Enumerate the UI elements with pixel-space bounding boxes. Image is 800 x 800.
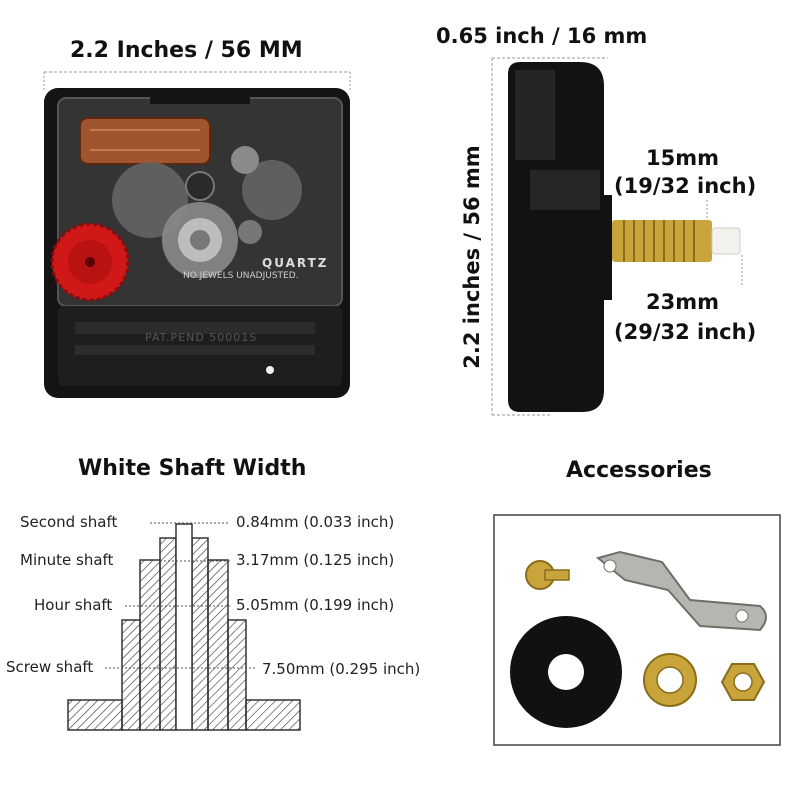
shaft-row-minute-name: Minute shaft [20,551,114,569]
shaft-long-inch: (29/32 inch) [614,320,757,344]
shaft-row-second-name: Second shaft [20,513,118,531]
shaft-row-hour-value: 5.05mm (0.199 inch) [236,596,395,614]
patent-marking: PAT.PEND 50001S [145,331,258,344]
hanger-bracket [595,550,767,632]
shaft-diagram-title: White Shaft Width [78,456,307,481]
quartz-marking: QUARTZ [262,256,329,270]
shaft-row-hour-name: Hour shaft [34,596,113,614]
accessories-title: Accessories [566,458,712,483]
shaft-short-inch: (19/32 inch) [614,174,757,198]
width-dimension-label: 2.2 Inches / 56 MM [70,38,303,63]
shaft-short-mm: 15mm [646,146,719,170]
jewels-marking: NO JEWELS UNADJUSTED. [183,271,299,281]
shaft-row-screw-name: Screw shaft [6,658,94,676]
red-adjust-knob [50,222,130,302]
depth-dimension-label: 0.65 inch / 16 mm [436,24,648,48]
height-dimension-label: 2.2 inches / 56 mm [460,145,484,369]
rubber-washer [510,616,622,728]
hook-pin [525,560,570,590]
shaft-row-minute-value: 3.17mm (0.125 inch) [236,551,395,569]
hex-nut [720,663,766,701]
brass-washer [643,653,697,707]
shaft-row-screw-value: 7.50mm (0.295 inch) [262,660,421,678]
shaft-row-second-value: 0.84mm (0.033 inch) [236,513,395,531]
shaft-long-mm: 23mm [646,290,719,314]
